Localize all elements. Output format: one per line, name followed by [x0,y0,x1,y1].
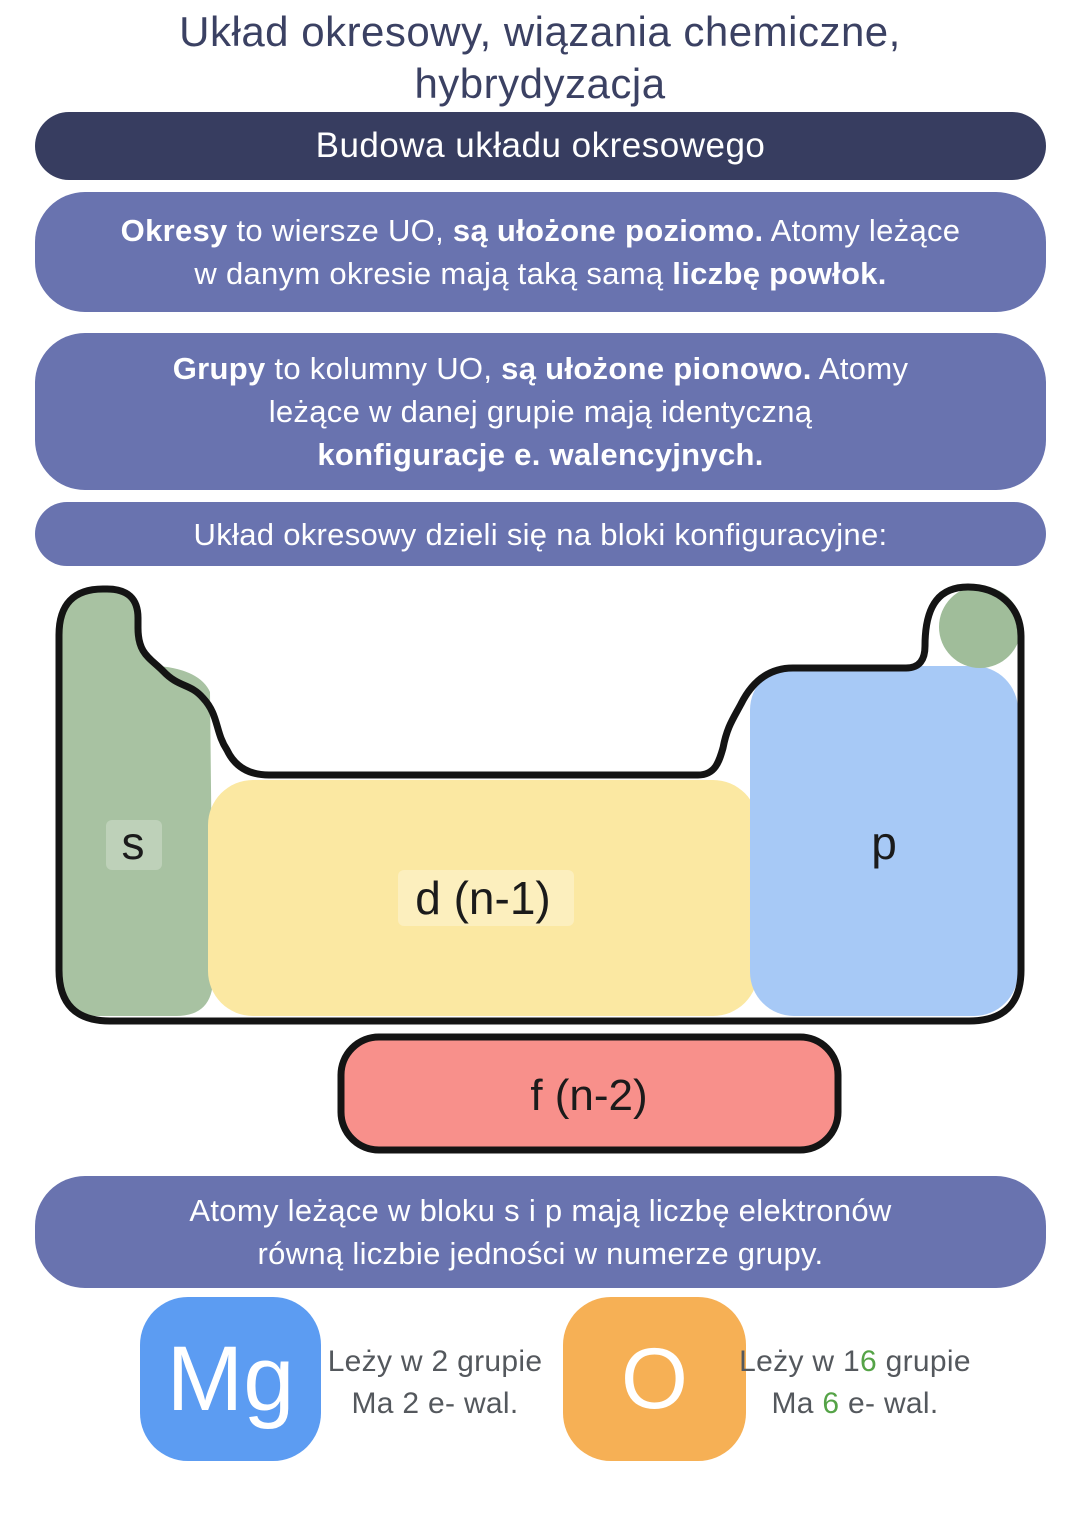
d-block-label: d (n-1) [415,872,550,924]
text-segment: równą liczbie jedności w numerze grupy. [257,1236,824,1271]
element-tile-o: O [563,1297,746,1461]
table-outline [55,583,1025,1025]
caption-line: Leży w 16 grupie [735,1341,975,1383]
element-caption-mg: Leży w 2 grupie Ma 2 e- wal. [320,1341,550,1425]
element-symbol-mg: Mg [166,1327,295,1430]
f-block-label: f (n-2) [530,1071,647,1120]
info-pill-bloki: Układ okresowy dzieli się na bloki konfi… [35,502,1046,566]
p-block-shape [750,666,1018,1016]
text-segment: e- wal. [839,1387,939,1420]
text-segment: grupie [876,1345,971,1378]
section-banner: Budowa układu okresowego [35,112,1046,180]
text-line: Grupy to kolumny UO, są ułożone pionowo.… [35,347,1046,390]
info-box-grupy: Grupy to kolumny UO, są ułożone pionowo.… [35,333,1046,490]
element-caption-o: Leży w 16 grupie Ma 6 e- wal. [735,1341,975,1425]
text-segment: to kolumny UO, [265,351,502,386]
d-label-highlight [398,870,574,926]
group-number-highlight: 6 [859,1345,877,1378]
text-segment: Układ okresowy dzieli się na bloki konfi… [193,516,888,552]
text-segment: Okresy [120,213,228,248]
text-segment: w danym okresie mają taką samą [194,256,673,291]
text-line: Układ okresowy dzieli się na bloki konfi… [35,513,1046,556]
text-line: w danym okresie mają taką samą liczbę po… [35,252,1046,295]
text-segment: są ułożone poziomo. [452,213,764,248]
helium-circle [939,586,1021,668]
info-box-okresy: Okresy to wiersze UO, są ułożone poziomo… [35,192,1046,312]
text-segment: konfiguracje e. walencyjnych. [317,437,764,472]
s-block-shape [59,589,213,1016]
element-examples-row: Mg Leży w 2 grupie Ma 2 e- wal. O Leży w… [0,1297,1080,1467]
element-tile-mg: Mg [140,1297,321,1461]
text-segment: Atomy leżące [763,213,961,248]
periodic-blocks-diagram: s d (n-1) p f (n-2) [55,583,1025,1154]
text-segment: są ułożone pionowo. [501,351,812,386]
text-line: równą liczbie jedności w numerze grupy. [35,1232,1046,1275]
text-segment: Atomy [811,351,909,386]
info-box-electrons: Atomy leżące w bloku s i p mają liczbę e… [35,1176,1046,1288]
text-segment: leżące w danej grupie mają identyczną [268,394,813,429]
s-block-label: s [122,817,145,869]
text-segment: to wiersze UO, [227,213,453,248]
text-segment: Grupy [172,351,266,386]
page-title-line1: Układ okresowy, wiązania chemiczne, [179,8,901,55]
text-line: konfiguracje e. walencyjnych. [35,433,1046,476]
electron-number-highlight: 6 [822,1387,840,1420]
text-line: leżące w danej grupie mają identyczną [35,390,1046,433]
text-segment: Atomy leżące w bloku s i p mają liczbę e… [189,1193,892,1228]
text-line: Okresy to wiersze UO, są ułożone poziomo… [35,209,1046,252]
caption-line: Ma 6 e- wal. [735,1383,975,1425]
element-symbol-o: O [621,1330,688,1427]
section-banner-label: Budowa układu okresowego [315,126,766,165]
d-block-shape [208,780,758,1016]
text-segment: liczbę powłok. [672,256,887,291]
p-block-label: p [871,817,897,869]
text-segment: Ma [771,1387,823,1420]
page-title-line2: hybrydyzacja [414,60,666,107]
caption-line: Leży w 2 grupie [327,1345,543,1378]
page-title: Układ okresowy, wiązania chemiczne, hybr… [0,6,1080,110]
f-block-shape [337,1033,842,1154]
s-label-highlight [106,820,162,870]
caption-line: Ma 2 e- wal. [351,1387,519,1420]
text-segment: Leży w 1 [739,1345,860,1378]
text-line: Atomy leżące w bloku s i p mają liczbę e… [35,1189,1046,1232]
